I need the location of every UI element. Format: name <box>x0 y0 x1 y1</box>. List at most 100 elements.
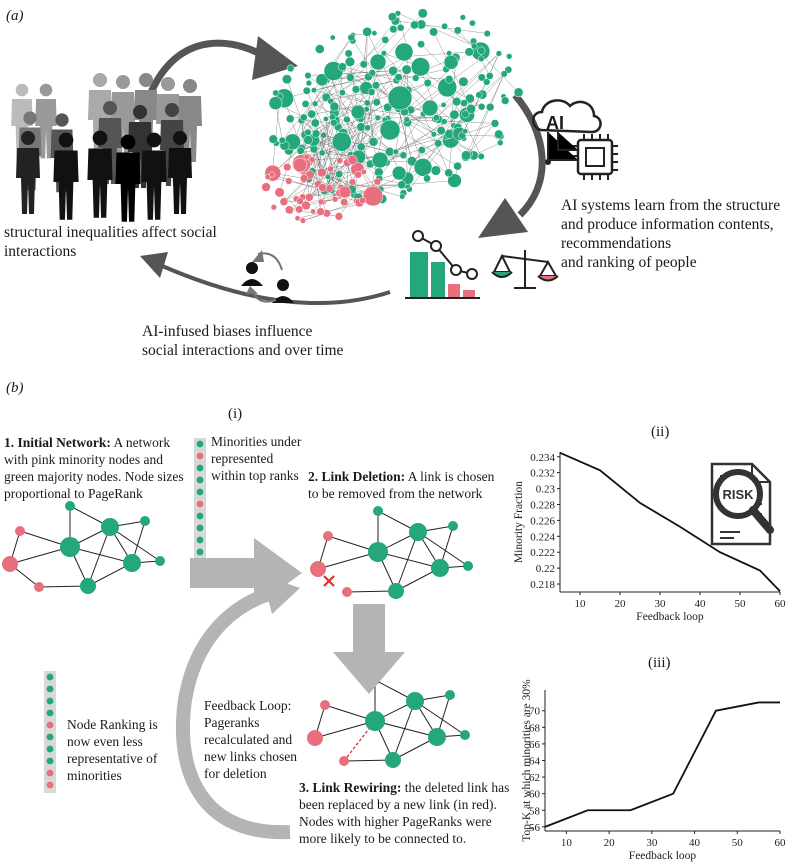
person-icon <box>87 130 113 218</box>
network-node <box>423 78 432 88</box>
network-node <box>270 204 277 211</box>
network-node <box>429 27 439 37</box>
risk-report-icon: RISK <box>710 462 774 546</box>
network-node <box>434 139 443 148</box>
network-node <box>285 177 293 185</box>
network-node <box>417 146 426 154</box>
majority-node <box>463 561 473 571</box>
network-node <box>308 156 316 164</box>
network-hub-node <box>379 119 401 141</box>
network-node <box>396 23 405 32</box>
network-node <box>362 26 373 37</box>
rank-majority-dot <box>46 697 54 705</box>
step3-body: the deleted link has been replaced by a … <box>299 780 510 846</box>
x-tick-label: 30 <box>646 837 658 849</box>
network-node <box>394 73 403 82</box>
x-tick-label: 60 <box>775 837 787 849</box>
majority-node <box>368 542 388 562</box>
deleted-link-cross <box>323 575 335 587</box>
network-link-deletion <box>310 506 473 599</box>
network-node <box>367 88 376 96</box>
network-node <box>294 215 301 222</box>
network-node <box>444 168 454 178</box>
network-node <box>446 50 453 57</box>
majority-node <box>123 554 141 572</box>
minority-node <box>310 561 326 577</box>
network-node <box>470 42 478 50</box>
network-node <box>281 74 292 85</box>
x-tick-label: 30 <box>655 598 667 610</box>
network-node <box>301 100 310 108</box>
network-node <box>413 158 433 177</box>
network-node <box>286 64 295 73</box>
x-axis-label: Feedback loop <box>629 850 697 862</box>
y-tick-label: 58 <box>529 805 541 817</box>
network-node <box>327 165 334 173</box>
minorities-note: Minorities under represented within top … <box>211 434 302 483</box>
network-node <box>399 193 406 200</box>
network-node <box>410 20 419 30</box>
ai-systems-line-2: and produce information contents, <box>561 216 774 233</box>
x-tick-label: 10 <box>561 837 573 849</box>
ai-biases-line-2: social interactions and over time <box>142 342 344 359</box>
small-network-edges <box>314 679 466 762</box>
network-node <box>477 73 486 82</box>
network-node <box>340 198 349 207</box>
rank-minority-dot <box>46 721 54 729</box>
network-initial <box>2 501 165 594</box>
network-node <box>430 165 441 176</box>
network-node <box>363 99 371 107</box>
network-node <box>483 78 491 86</box>
majority-node <box>365 711 385 731</box>
network-node <box>310 208 316 215</box>
rank-majority-dot <box>196 464 204 472</box>
minority-node <box>2 556 18 572</box>
y-tick-label: 0.22 <box>536 563 555 575</box>
rank-majority-dot <box>196 440 204 448</box>
network-hub-node <box>371 151 389 169</box>
rank-majority-dot <box>46 757 54 765</box>
network-node <box>304 128 312 136</box>
network-hub-node <box>387 85 413 111</box>
network-node <box>387 12 397 22</box>
y-tick-label: 70 <box>529 706 541 718</box>
network-node <box>368 137 379 147</box>
network-node <box>316 207 325 216</box>
network-node <box>465 93 475 104</box>
small-network-edges <box>9 505 161 588</box>
subpanel-iii-label: (iii) <box>648 655 671 671</box>
ai-biases-caption: AI-infused biases influence social inter… <box>142 322 392 360</box>
x-tick-label: 10 <box>575 598 587 610</box>
majority-node <box>155 556 165 566</box>
interaction-icon <box>241 250 294 303</box>
network-node <box>490 119 500 128</box>
arrow-to-rewiring <box>333 604 405 694</box>
network-node <box>441 22 449 30</box>
rank-majority-dot <box>196 476 204 484</box>
network-hub-node <box>369 53 387 71</box>
network-node <box>466 103 476 114</box>
balance-scale-icon <box>491 250 559 289</box>
network-node <box>348 178 357 186</box>
network-node <box>329 34 336 41</box>
network-node <box>500 70 508 78</box>
network-node <box>371 30 378 37</box>
network-node <box>356 122 366 132</box>
ranking-note: Node Ranking is now even less representa… <box>67 717 158 783</box>
network-node <box>513 87 524 98</box>
y-tick-label: 0.226 <box>530 515 555 527</box>
majority-node <box>385 752 401 768</box>
network-node <box>417 8 428 19</box>
network-node <box>506 53 513 60</box>
network-node <box>347 33 355 42</box>
majority-node <box>431 559 449 577</box>
x-tick-label: 60 <box>775 598 787 610</box>
feedback-loop-arrow <box>175 575 300 840</box>
step1-title: 1. Initial Network: <box>4 435 111 450</box>
network-node <box>329 101 340 112</box>
person-icon <box>178 79 202 162</box>
rank-minority-dot <box>46 769 54 777</box>
network-node <box>430 131 437 138</box>
